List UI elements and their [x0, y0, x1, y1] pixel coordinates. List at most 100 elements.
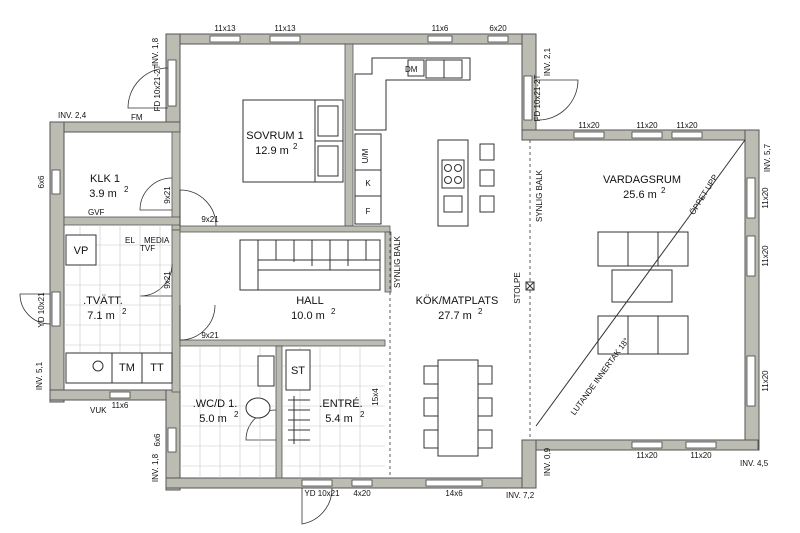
svg-text:11x13: 11x13: [274, 24, 296, 33]
svg-text:2: 2: [360, 410, 365, 419]
svg-text:FD 10x21-2T: FD 10x21-2T: [153, 65, 162, 112]
wall-sovrum-kok: [344, 43, 354, 227]
label-um: U/M: [361, 148, 370, 163]
door-swing-wc: [245, 409, 277, 441]
svg-text:6x6: 6x6: [37, 175, 46, 188]
wall-stair-right: [384, 231, 392, 293]
window-kok-bottom: [425, 479, 483, 487]
window-entre-bottom: [351, 479, 373, 487]
door-swing-fd-right: [536, 79, 579, 121]
label-k: K: [365, 179, 371, 188]
wardrobe-um: [354, 133, 382, 171]
window-labels: 11x13 11x13 11x6 6x20 11x20 11x20 11x20 …: [37, 24, 770, 498]
living-furniture: [535, 139, 746, 427]
wall-klk-top: [49, 121, 181, 133]
window-living-t3: [671, 131, 703, 139]
tile-pattern: [64, 225, 385, 478]
svg-text:2: 2: [122, 307, 127, 316]
wall-klk-right: [171, 131, 181, 231]
svg-text:SYNLIG BALK: SYNLIG BALK: [393, 235, 402, 288]
room-labels: SOVRUM 1 12.9 m 2 KLK 1 3.9 m 2 .TVÄTT. …: [83, 130, 681, 425]
svg-text:2: 2: [293, 142, 298, 151]
svg-text:TVF: TVF: [140, 244, 155, 253]
svg-text:YD 10x21: YD 10x21: [37, 292, 46, 328]
svg-text:INV. 1,8: INV. 1,8: [151, 37, 160, 66]
door-fd-right-frame: [523, 75, 533, 121]
wc-sink: [257, 355, 275, 387]
toilet: [245, 397, 271, 419]
door-swing-tvatt: [139, 263, 173, 297]
coffee-table: [611, 269, 673, 303]
window-wc: [167, 427, 177, 453]
svg-text:INV. 2,4: INV. 2,4: [58, 111, 87, 120]
vardagsrum-area: 25.6 m: [623, 189, 657, 201]
kitchen-counter: DM: [354, 57, 471, 131]
svg-text:11x20: 11x20: [636, 451, 658, 460]
sofa-1: [597, 231, 689, 267]
label-tt: TT: [150, 362, 164, 374]
kok-area: 27.7 m: [438, 310, 472, 322]
window-living-r3: [746, 355, 756, 407]
vardagsrum-name: VARDAGSRUM: [603, 174, 681, 186]
wall-sovrum-hall: [179, 225, 391, 233]
wall-wc-entre: [275, 345, 283, 479]
label-dm: DM: [405, 65, 418, 74]
window-living-b1: [631, 441, 663, 449]
svg-text:11x20: 11x20: [636, 121, 658, 130]
svg-text:FD 10x21-2T: FD 10x21-2T: [533, 75, 542, 122]
door-swing-yd-bottom: [301, 487, 333, 525]
kitchen-island: [437, 139, 495, 227]
washer: [111, 352, 143, 384]
tvatt-area: 7.1 m: [87, 310, 115, 322]
wc-area: 5.0 m: [199, 413, 227, 425]
svg-text:4x20: 4x20: [353, 489, 371, 498]
wall-left-outer: [49, 121, 65, 403]
svg-text:11x20: 11x20: [690, 451, 712, 460]
svg-text:EL: EL: [125, 236, 135, 245]
wc-fixtures: ST: [245, 349, 311, 444]
svg-text:2: 2: [661, 186, 666, 195]
svg-text:11x13: 11x13: [214, 24, 236, 33]
svg-text:9x21: 9x21: [163, 271, 172, 289]
staircase: [239, 239, 381, 291]
svg-text:INV. 5,1: INV. 5,1: [35, 361, 44, 390]
entre-area: 5.4 m: [325, 413, 353, 425]
door-yd-bottom-frame: [301, 479, 333, 487]
sofa-2: [597, 315, 689, 355]
svg-text:INV. 5,7: INV. 5,7: [763, 143, 772, 172]
inv-labels: INV. 1,8 INV. 2,1 INV. 2,4 INV. 5,7 INV.…: [35, 37, 772, 500]
wardrobes: U/M K F: [354, 133, 382, 225]
wall-kitchen-right-lower: [521, 439, 537, 489]
window-kok-1: [427, 35, 453, 43]
svg-text:11x20: 11x20: [676, 121, 698, 130]
hall-name: HALL: [296, 295, 324, 307]
windows: [51, 35, 756, 487]
svg-text:INV. 1,8: INV. 1,8: [151, 453, 160, 482]
svg-text:6x20: 6x20: [489, 24, 507, 33]
laundry: TM TT VP: [65, 234, 173, 384]
svg-text:ÖPPET UPP: ÖPPET UPP: [688, 173, 720, 216]
door-labels: FD 10x21-2T FD 10x21-2T YD 10x21 YD 10x2…: [37, 65, 542, 498]
svg-text:SYNLIG BALK: SYNLIG BALK: [535, 169, 544, 222]
svg-text:9x21: 9x21: [201, 331, 219, 340]
svg-text:11x6: 11x6: [432, 24, 449, 33]
svg-text:9x21: 9x21: [201, 215, 219, 224]
tvatt-name: .TVÄTT.: [83, 295, 123, 307]
label-st: ST: [291, 365, 305, 377]
svg-text:STOLPE: STOLPE: [513, 272, 522, 303]
sovrum-area: 12.9 m: [255, 145, 289, 157]
door-swing-hall: [179, 304, 216, 341]
wc-name: .WC/D 1.: [193, 398, 238, 410]
window-klk: [51, 169, 61, 195]
wall-tvatt-right: [171, 229, 181, 393]
label-f: F: [366, 207, 371, 216]
hall-area: 10.0 m: [291, 310, 325, 322]
label-vp: VP: [74, 245, 89, 257]
svg-text:FM: FM: [131, 113, 143, 122]
door-yd-left-frame: [51, 291, 61, 327]
window-sovrum-2: [269, 35, 301, 43]
svg-text:6x6: 6x6: [153, 433, 162, 446]
door-swings: [19, 67, 579, 525]
window-living-r2: [746, 235, 756, 277]
